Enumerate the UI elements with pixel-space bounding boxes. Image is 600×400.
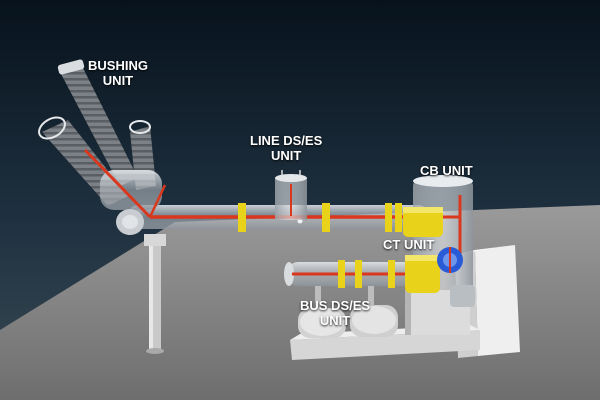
label-line-ds-line1: LINE DS/ES — [250, 133, 323, 148]
bushing-unit — [38, 59, 167, 235]
label-bus-ds-line1: BUS DS/ES — [300, 298, 371, 313]
label-ct-unit: CT UNIT — [383, 237, 434, 252]
label-bushing-unit: BUSHING UNIT — [88, 58, 148, 88]
label-cb-line1: CB UNIT — [420, 163, 473, 178]
label-line-ds-es-unit: LINE DS/ES UNIT — [250, 133, 322, 163]
label-bus-ds-es-unit: BUS DS/ES UNIT — [300, 298, 370, 328]
label-cb-unit: CB UNIT — [420, 163, 473, 178]
label-ct-line1: CT UNIT — [383, 237, 435, 252]
label-bushing-line1: BUSHING — [88, 58, 148, 73]
label-line-ds-line2: UNIT — [270, 148, 302, 163]
ct-unit — [403, 207, 463, 293]
support-post — [144, 234, 166, 354]
label-bus-ds-line2: UNIT — [319, 313, 351, 328]
bus-ds-tanks — [298, 286, 398, 338]
bus-ds-enclosure — [284, 260, 430, 288]
line-ds-enclosure — [275, 170, 307, 220]
label-bushing-line2: UNIT — [102, 73, 134, 88]
